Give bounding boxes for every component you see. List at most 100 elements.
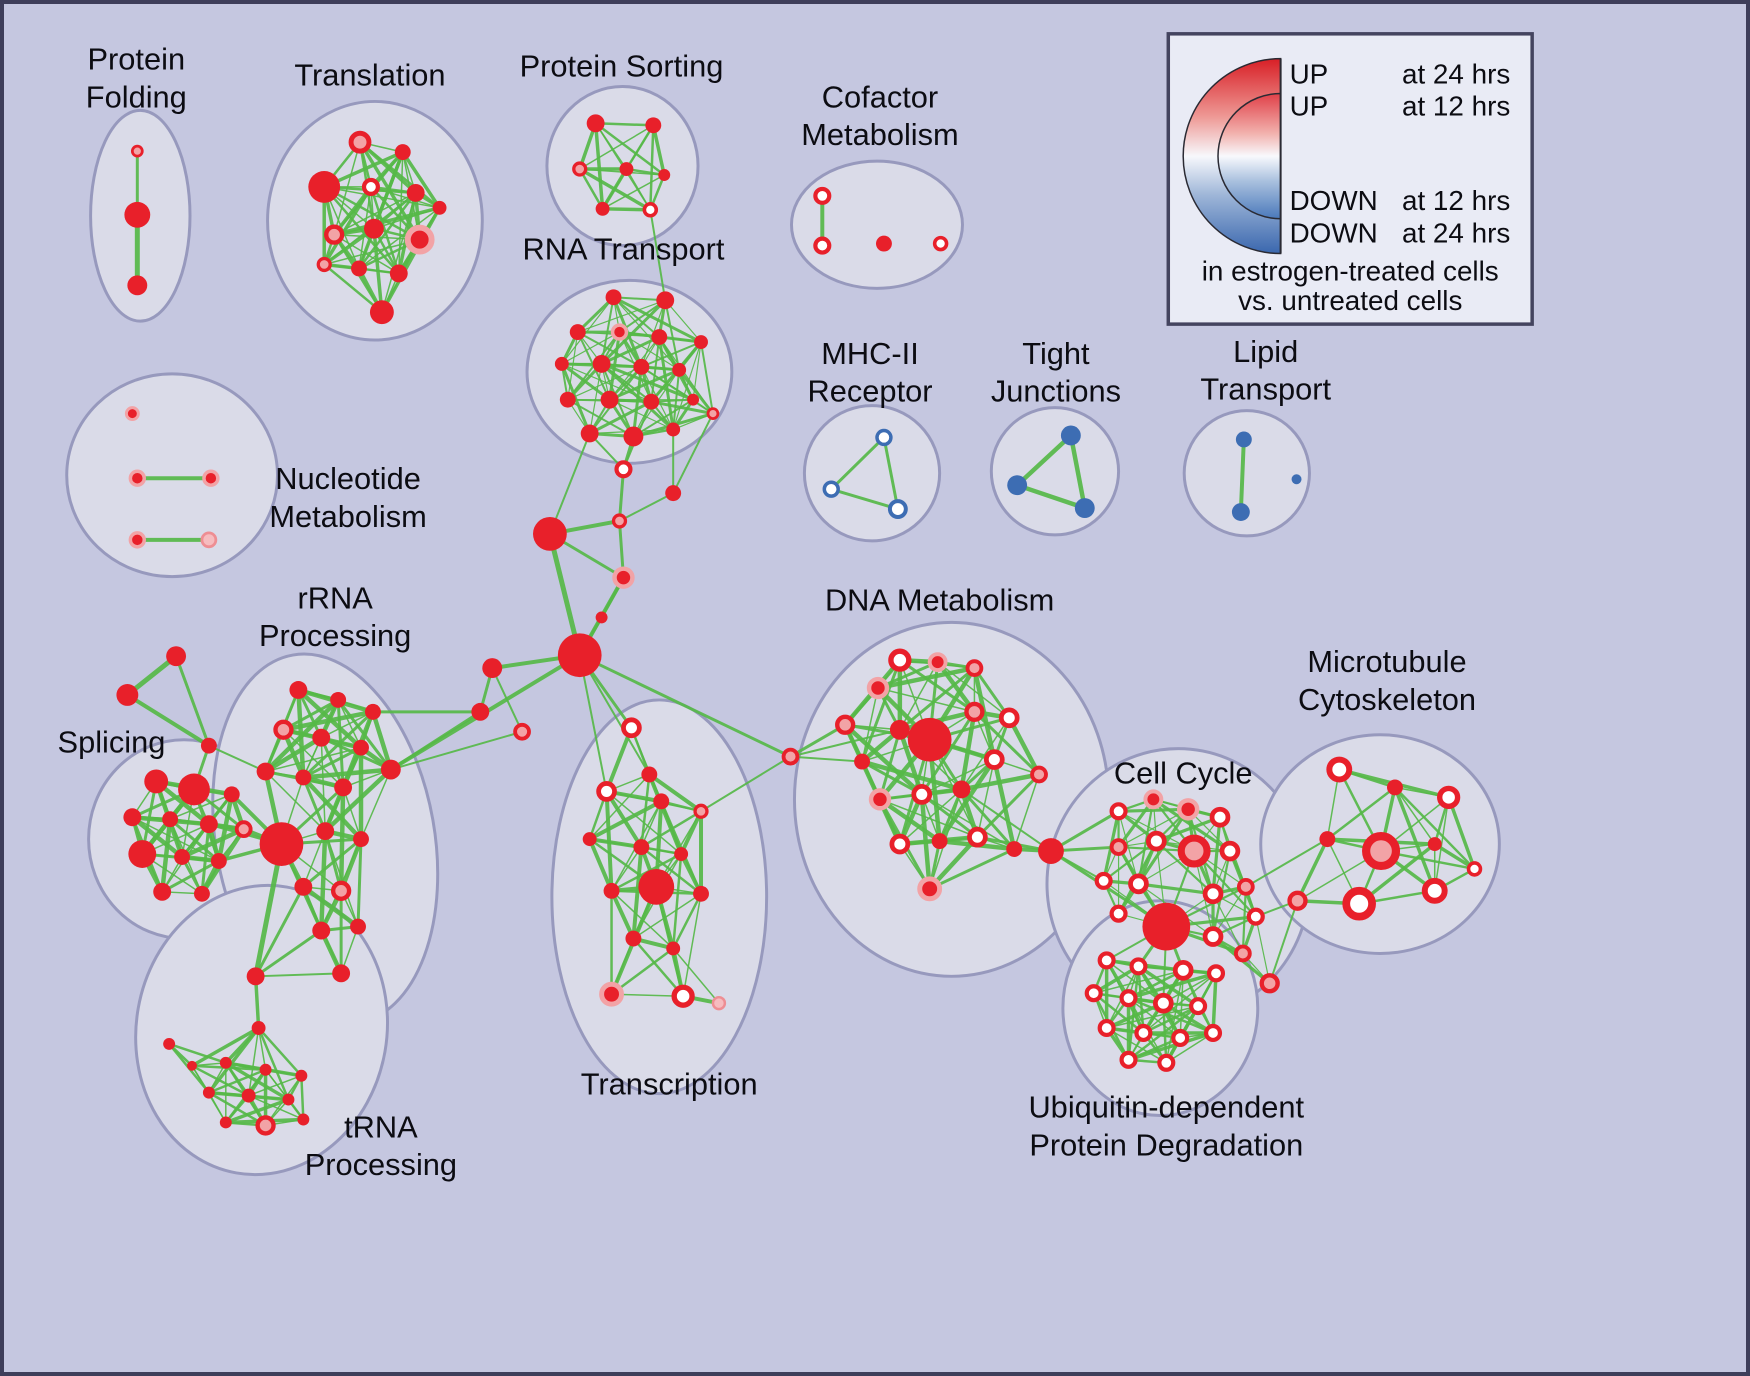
legend: UP at 24 hrs UP at 12 hrs DOWN at 12 hrs… xyxy=(1166,32,1534,326)
network-edge xyxy=(1014,433,1074,488)
network-edge xyxy=(649,400,715,416)
network-edge xyxy=(1211,971,1218,1035)
cluster-label-ubiquitin-degradation: Protein Degradation xyxy=(1029,1127,1303,1162)
network-node xyxy=(1030,765,1048,784)
network-node xyxy=(889,719,910,740)
network-edge xyxy=(342,786,362,840)
network-node xyxy=(671,984,695,1008)
legend-down-12-label: DOWN xyxy=(1290,185,1378,216)
cluster-label-ubiquitin-degradation: Ubiquitin-dependent xyxy=(1028,1089,1304,1124)
network-node xyxy=(404,224,435,255)
network-node xyxy=(614,460,633,479)
network-node xyxy=(1246,907,1265,926)
network-edge xyxy=(1092,969,1184,994)
network-node xyxy=(297,1113,310,1126)
cluster-ellipse-lipid-transport xyxy=(1182,409,1311,538)
network-node xyxy=(193,885,210,902)
network-edge xyxy=(789,723,847,759)
network-edge xyxy=(1116,807,1190,813)
network-node xyxy=(350,918,366,935)
cluster-label-lipid-transport: Lipid xyxy=(1233,334,1298,369)
network-node xyxy=(965,659,984,677)
network-edge xyxy=(587,799,664,842)
network-edge xyxy=(381,192,417,313)
network-node xyxy=(1142,902,1191,951)
network-node xyxy=(645,117,662,134)
network-node xyxy=(153,882,172,901)
network-edge xyxy=(160,859,221,894)
network-node xyxy=(316,822,335,841)
network-node xyxy=(569,324,586,341)
network-edge xyxy=(612,296,680,371)
network-node xyxy=(202,469,220,487)
network-node xyxy=(219,1116,232,1129)
network-edge xyxy=(1212,893,1244,955)
network-edge xyxy=(975,773,1041,839)
network-edge xyxy=(612,295,703,344)
cluster-label-protein-folding: Protein xyxy=(88,42,186,77)
network-node xyxy=(234,820,253,839)
network-edge xyxy=(632,893,702,940)
network-edge xyxy=(882,435,900,511)
network-node xyxy=(334,778,353,797)
network-node xyxy=(330,880,352,901)
network-node xyxy=(612,566,635,589)
network-node xyxy=(219,1056,232,1069)
network-edge xyxy=(671,892,703,950)
network-node xyxy=(592,354,611,373)
network-edge xyxy=(1105,1005,1199,1029)
network-edge xyxy=(1126,971,1218,1000)
cluster-label-protein-folding: Folding xyxy=(86,79,187,114)
network-node xyxy=(813,186,832,205)
network-edge xyxy=(401,150,442,210)
network-edge xyxy=(257,1026,303,1077)
network-node xyxy=(369,300,394,325)
network-edge xyxy=(672,412,714,495)
cluster-label-rrna-processing: rRNA xyxy=(298,580,374,615)
network-edge xyxy=(920,793,1015,850)
network-edge xyxy=(992,757,1017,852)
network-node xyxy=(1319,831,1336,848)
network-edge xyxy=(608,399,674,431)
network-node xyxy=(1119,1050,1138,1069)
cluster-label-mhc2-receptor: MHC-II xyxy=(821,336,919,371)
network-edge xyxy=(356,837,363,929)
network-edge xyxy=(1394,786,1436,845)
cluster-label-nucleotide-metabolism: Metabolism xyxy=(269,499,426,534)
network-edge xyxy=(1049,809,1121,853)
network-edge xyxy=(677,368,715,416)
network-node xyxy=(289,681,308,699)
network-edge xyxy=(1068,433,1088,511)
network-node xyxy=(1109,802,1128,821)
network-node xyxy=(295,1069,308,1082)
network-edge xyxy=(360,768,392,840)
network-edge xyxy=(190,1026,261,1068)
network-edge xyxy=(1211,815,1222,896)
network-node xyxy=(1097,951,1116,970)
network-node xyxy=(687,393,700,406)
cluster-label-cell-cycle: Cell Cycle xyxy=(1114,755,1253,790)
network-node xyxy=(259,822,304,866)
network-node xyxy=(866,676,890,700)
network-node xyxy=(1219,840,1241,862)
network-edge xyxy=(651,123,666,177)
network-node xyxy=(273,719,294,740)
network-edge xyxy=(609,888,636,941)
network-node xyxy=(665,485,682,502)
cluster-ellipse-tight-junctions xyxy=(989,406,1121,537)
network-edge xyxy=(672,413,714,431)
network-node xyxy=(256,762,275,781)
network-edge xyxy=(301,746,363,779)
network-edge xyxy=(247,1027,260,1097)
network-edge xyxy=(301,775,327,833)
network-node xyxy=(312,921,331,940)
network-node xyxy=(1109,838,1128,856)
network-node xyxy=(1109,904,1128,923)
network-edge xyxy=(576,295,616,334)
network-node xyxy=(251,1021,266,1035)
network-edge xyxy=(1102,840,1158,882)
cluster-label-cofactor-metabolism: Metabolism xyxy=(801,117,958,152)
network-node xyxy=(835,714,856,735)
network-node xyxy=(130,144,144,158)
network-node xyxy=(653,793,670,810)
